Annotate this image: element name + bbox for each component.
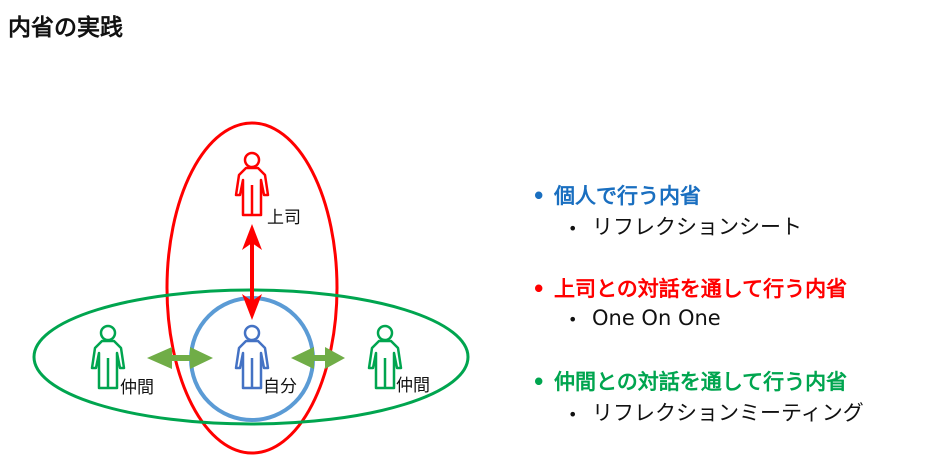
heading-text: 仲間との対話を通して行う内省	[554, 370, 848, 394]
item-individual-heading: • 個人で行う内省	[532, 180, 701, 210]
sub-text: リフレクションミーティング	[592, 401, 864, 425]
heading-text: 上司との対話を通して行う内省	[554, 277, 848, 301]
bullet: •	[568, 219, 578, 238]
bullet: •	[532, 277, 546, 301]
item-boss-sub: • One On One	[568, 306, 721, 330]
reflection-diagram: 上司 自分 仲間 仲間	[32, 121, 470, 455]
peer-left-label: 仲間	[120, 378, 154, 398]
sub-text: One On One	[592, 306, 721, 330]
item-boss-heading: • 上司との対話を通して行う内省	[532, 273, 847, 303]
self-label: 自分	[263, 377, 297, 397]
item-peer-heading: • 仲間との対話を通して行う内省	[532, 366, 847, 396]
boss-label: 上司	[267, 208, 301, 228]
boss-self-arrow	[242, 224, 262, 320]
peer-right-arrow	[291, 347, 345, 369]
sub-text: リフレクションシート	[592, 215, 802, 239]
heading-text: 個人で行う内省	[554, 184, 701, 208]
bullet: •	[568, 405, 578, 424]
item-peer-sub: • リフレクションミーティング	[568, 397, 864, 427]
bullet: •	[568, 310, 578, 329]
bullet: •	[532, 184, 546, 208]
peer-left-arrow	[147, 347, 213, 369]
peer-right-label: 仲間	[396, 376, 430, 396]
bullet: •	[532, 370, 546, 394]
boss-ellipse	[165, 121, 339, 455]
boss-person-icon	[234, 151, 270, 217]
page-title: 内省の実践	[8, 15, 123, 41]
item-individual-sub: • リフレクションシート	[568, 211, 802, 241]
